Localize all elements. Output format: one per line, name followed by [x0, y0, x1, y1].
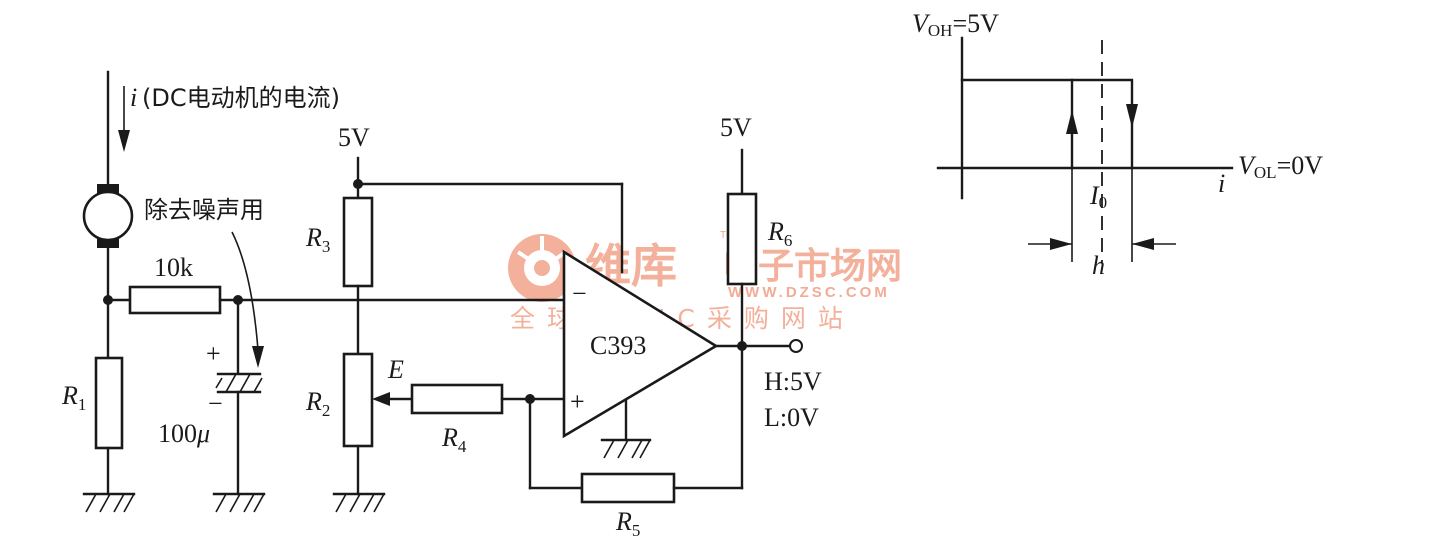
- comparator-minus-label: −: [572, 279, 587, 308]
- resistor-r1: [94, 356, 124, 450]
- h-right-arrow-icon: [1132, 238, 1154, 250]
- current-label-i: i: [130, 83, 137, 112]
- capacitor-icon: [215, 372, 263, 394]
- hysteresis-graph: [936, 36, 1234, 262]
- resistor-10k: [128, 285, 222, 315]
- capacitor-minus-label: −: [208, 389, 223, 418]
- vol-label: VOL=0V: [1238, 151, 1323, 182]
- dc-motor-icon: [82, 184, 134, 248]
- r1-label: R1: [61, 381, 86, 414]
- r4-label: R4: [441, 423, 467, 456]
- ground-icon: [82, 492, 136, 513]
- watermark-logo-icon: [508, 234, 576, 302]
- current-arrow-icon: [118, 130, 130, 152]
- r5-label: R5: [615, 507, 640, 540]
- divider-branch: [332, 156, 744, 513]
- resistor-r2: [342, 352, 374, 448]
- comparator-label: C393: [590, 331, 646, 360]
- output-high-label: H:5V: [764, 367, 822, 396]
- output-terminal-icon: [789, 339, 803, 353]
- supply-right-label: 5V: [720, 113, 752, 142]
- current-label-text: (DC电动机的电流): [142, 84, 340, 112]
- resistor-r5: [580, 472, 676, 504]
- noise-pointer-arrow-icon: [252, 346, 264, 368]
- motor-branch: [82, 70, 136, 513]
- falling-arrow-icon: [1126, 104, 1138, 128]
- resistor-10k-label: 10k: [154, 253, 193, 282]
- ground-icon: [600, 438, 652, 459]
- r3-label: R3: [305, 223, 330, 256]
- r6-label: R6: [767, 217, 792, 250]
- h-label: h: [1092, 251, 1105, 280]
- r2-label: R2: [305, 387, 330, 420]
- comparator: [562, 148, 803, 459]
- rising-arrow-icon: [1066, 110, 1078, 134]
- noise-label: 除去噪声用: [144, 196, 264, 224]
- graph-upper-trace: [960, 78, 1134, 170]
- resistor-r6: [726, 192, 758, 286]
- ground-icon: [332, 492, 386, 513]
- capacitor-plus-label: +: [206, 339, 221, 368]
- i0-label: I0: [1089, 181, 1107, 212]
- comparator-plus-label: +: [570, 387, 585, 416]
- watermark-url: WWW.DZSC.COM: [728, 284, 890, 301]
- comparator-triangle: [562, 249, 719, 439]
- ground-icon: [212, 492, 266, 513]
- resistor-r4: [410, 383, 504, 415]
- resistor-r3: [342, 196, 374, 288]
- rc-filter: [106, 231, 566, 513]
- voh-label: VOH=5V: [912, 9, 999, 40]
- noise-pointer-line: [231, 231, 259, 351]
- output-low-label: L:0V: [764, 403, 819, 432]
- axis-i-label: i: [1218, 169, 1225, 198]
- wiper-arrow-icon: [372, 392, 390, 406]
- node-e-label: E: [387, 355, 404, 384]
- supply-left-label: 5V: [338, 123, 370, 152]
- capacitor-value-label: 100μ: [158, 419, 210, 448]
- h-left-arrow-icon: [1050, 238, 1072, 250]
